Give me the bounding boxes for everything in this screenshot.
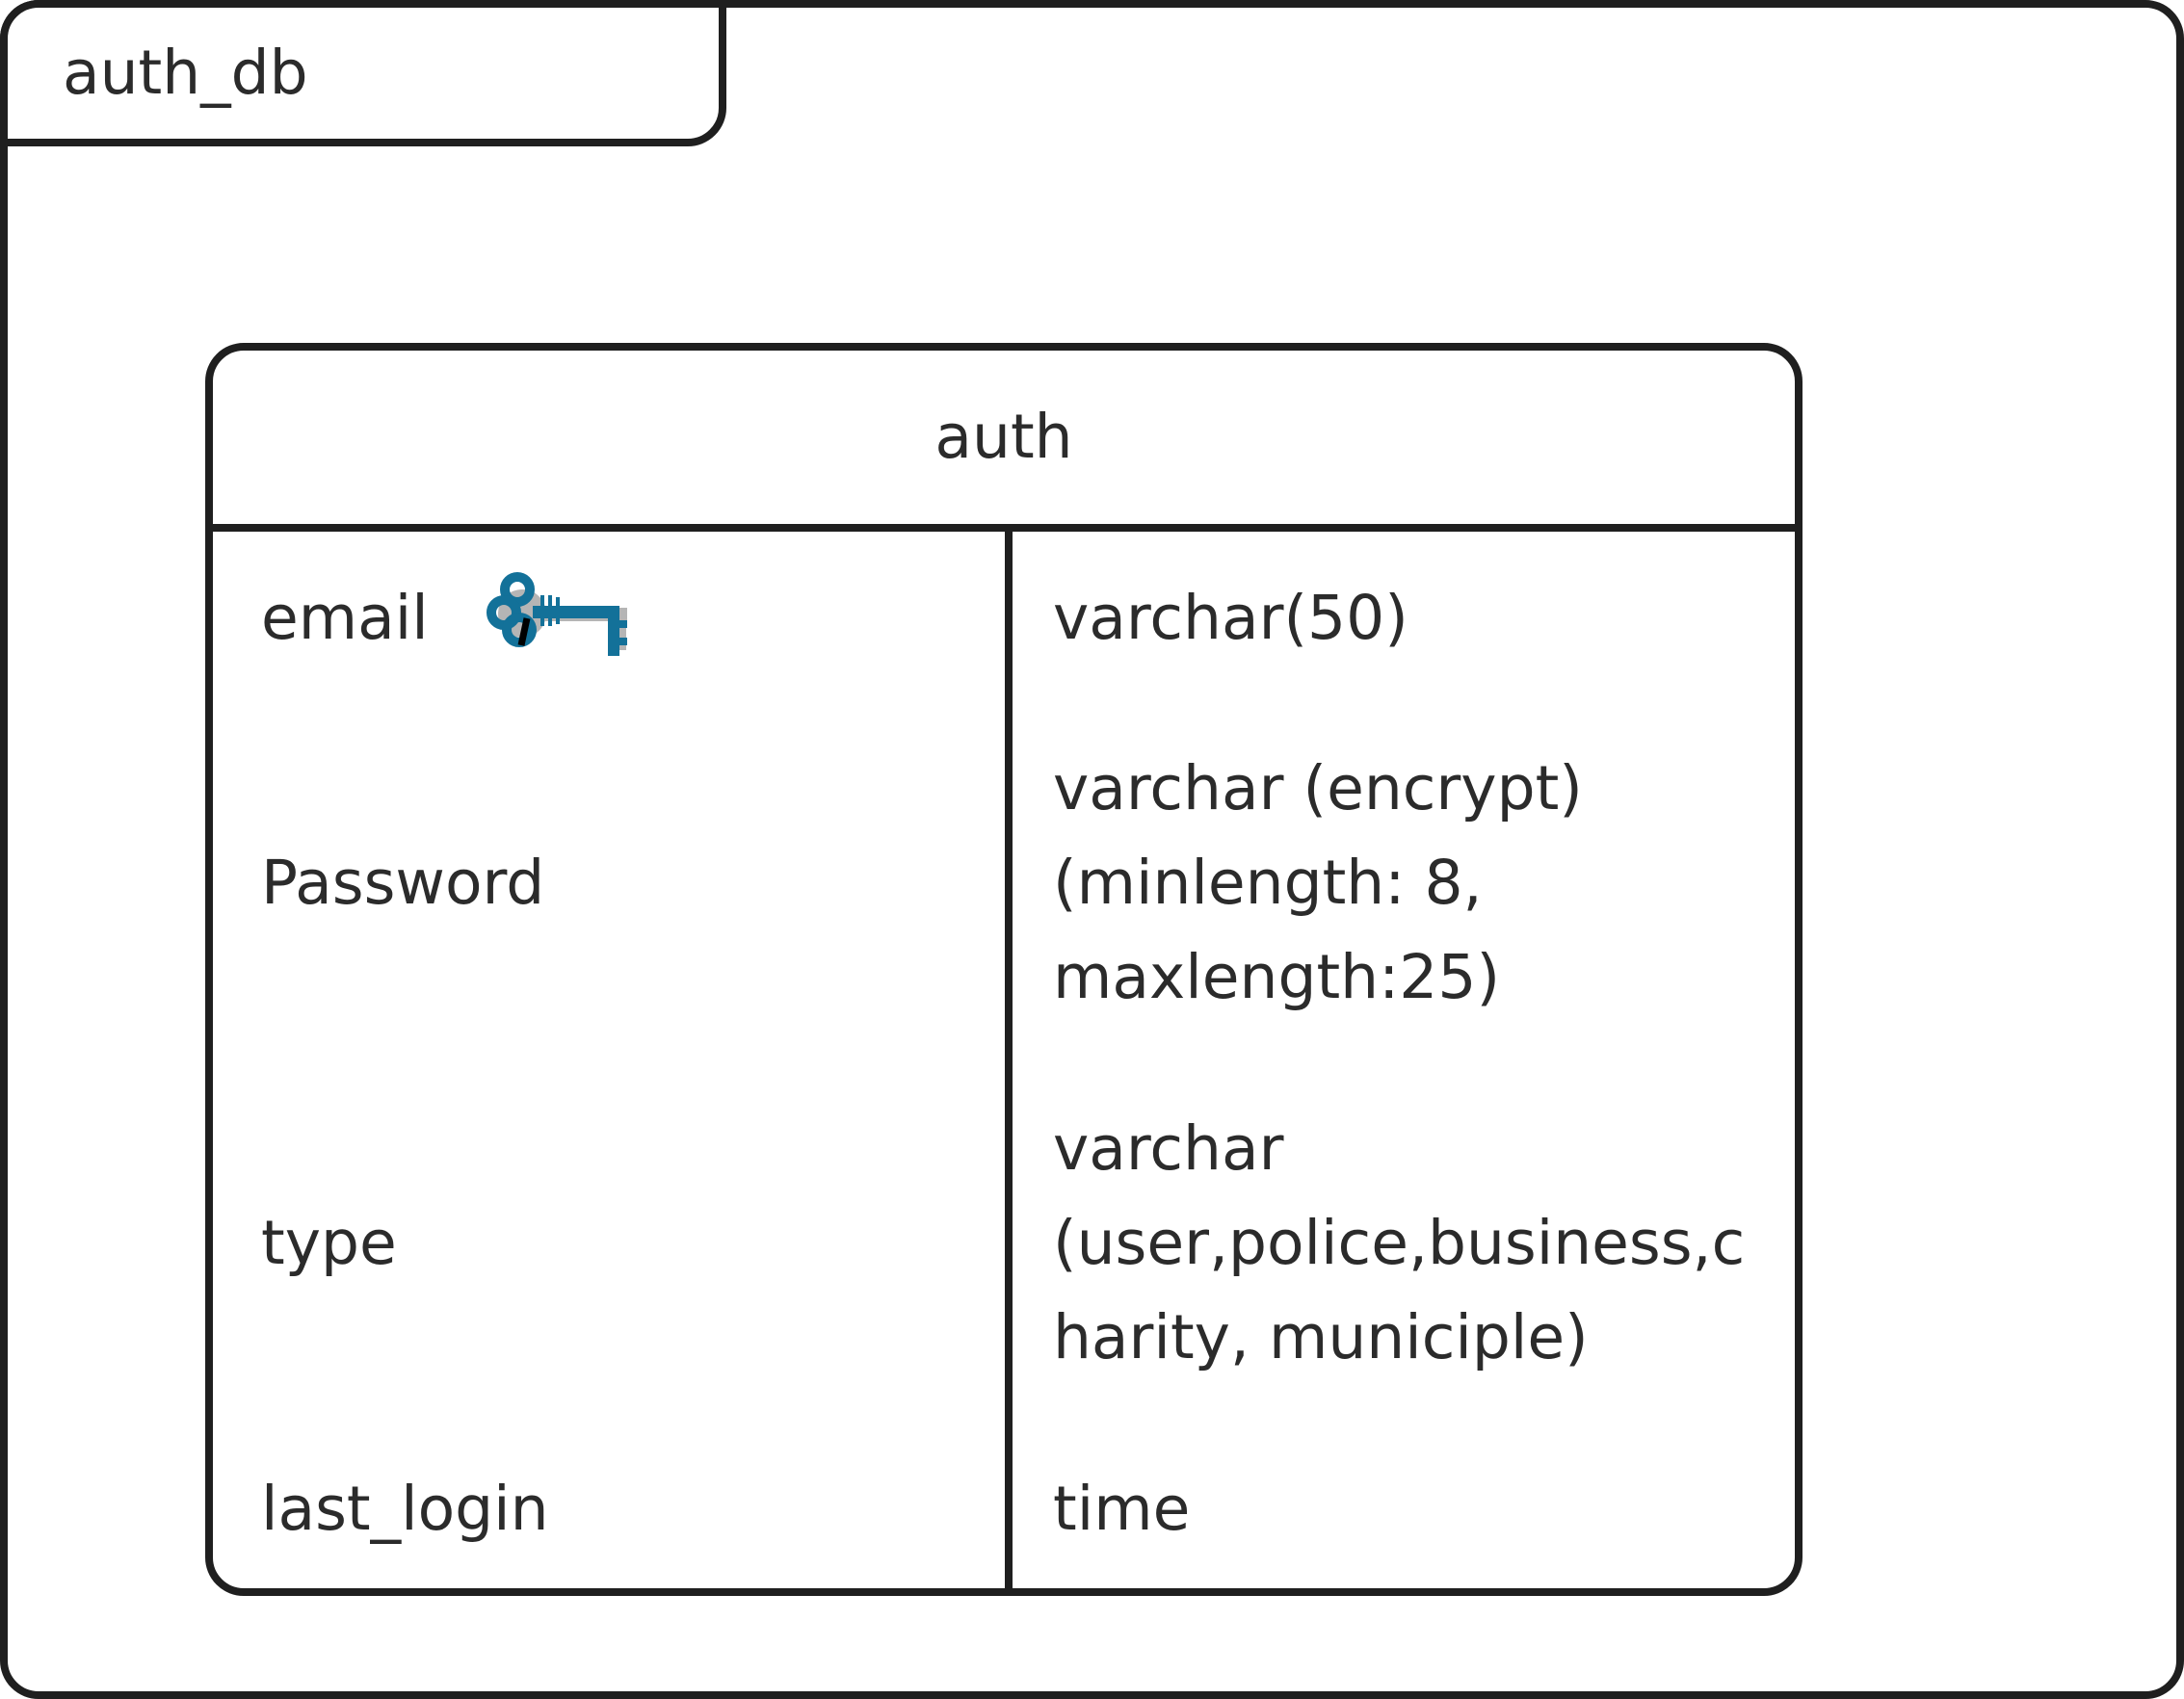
key-icon xyxy=(487,572,627,656)
entity-header: auth xyxy=(213,351,1795,532)
field-type-type-line-3: harity, municiple) xyxy=(1053,1302,1589,1372)
field-name-type: type xyxy=(261,1208,397,1278)
field-type-type-line-2: (user,police,business,c xyxy=(1053,1208,1746,1278)
field-type-password-line-3: maxlength:25) xyxy=(1053,942,1501,1012)
field-name-last-login: last_login xyxy=(261,1474,549,1544)
entity-auth: auth email varchar(50) xyxy=(205,343,1802,1596)
field-type-last-login: time xyxy=(1053,1474,1191,1544)
field-type-password-line-2: (minlength: 8, xyxy=(1053,848,1483,918)
field-name-email: email xyxy=(261,583,429,653)
field-type-password-line-1: varchar (encrypt) xyxy=(1053,753,1583,823)
column-divider xyxy=(1005,532,1013,1588)
field-type-email: varchar(50) xyxy=(1053,583,1408,653)
package-name: auth_db xyxy=(63,38,308,108)
field-name-password: Password xyxy=(261,848,545,918)
field-type-type-line-1: varchar xyxy=(1053,1113,1284,1184)
entity-title: auth xyxy=(934,402,1073,472)
package-tab: auth_db xyxy=(0,0,726,146)
